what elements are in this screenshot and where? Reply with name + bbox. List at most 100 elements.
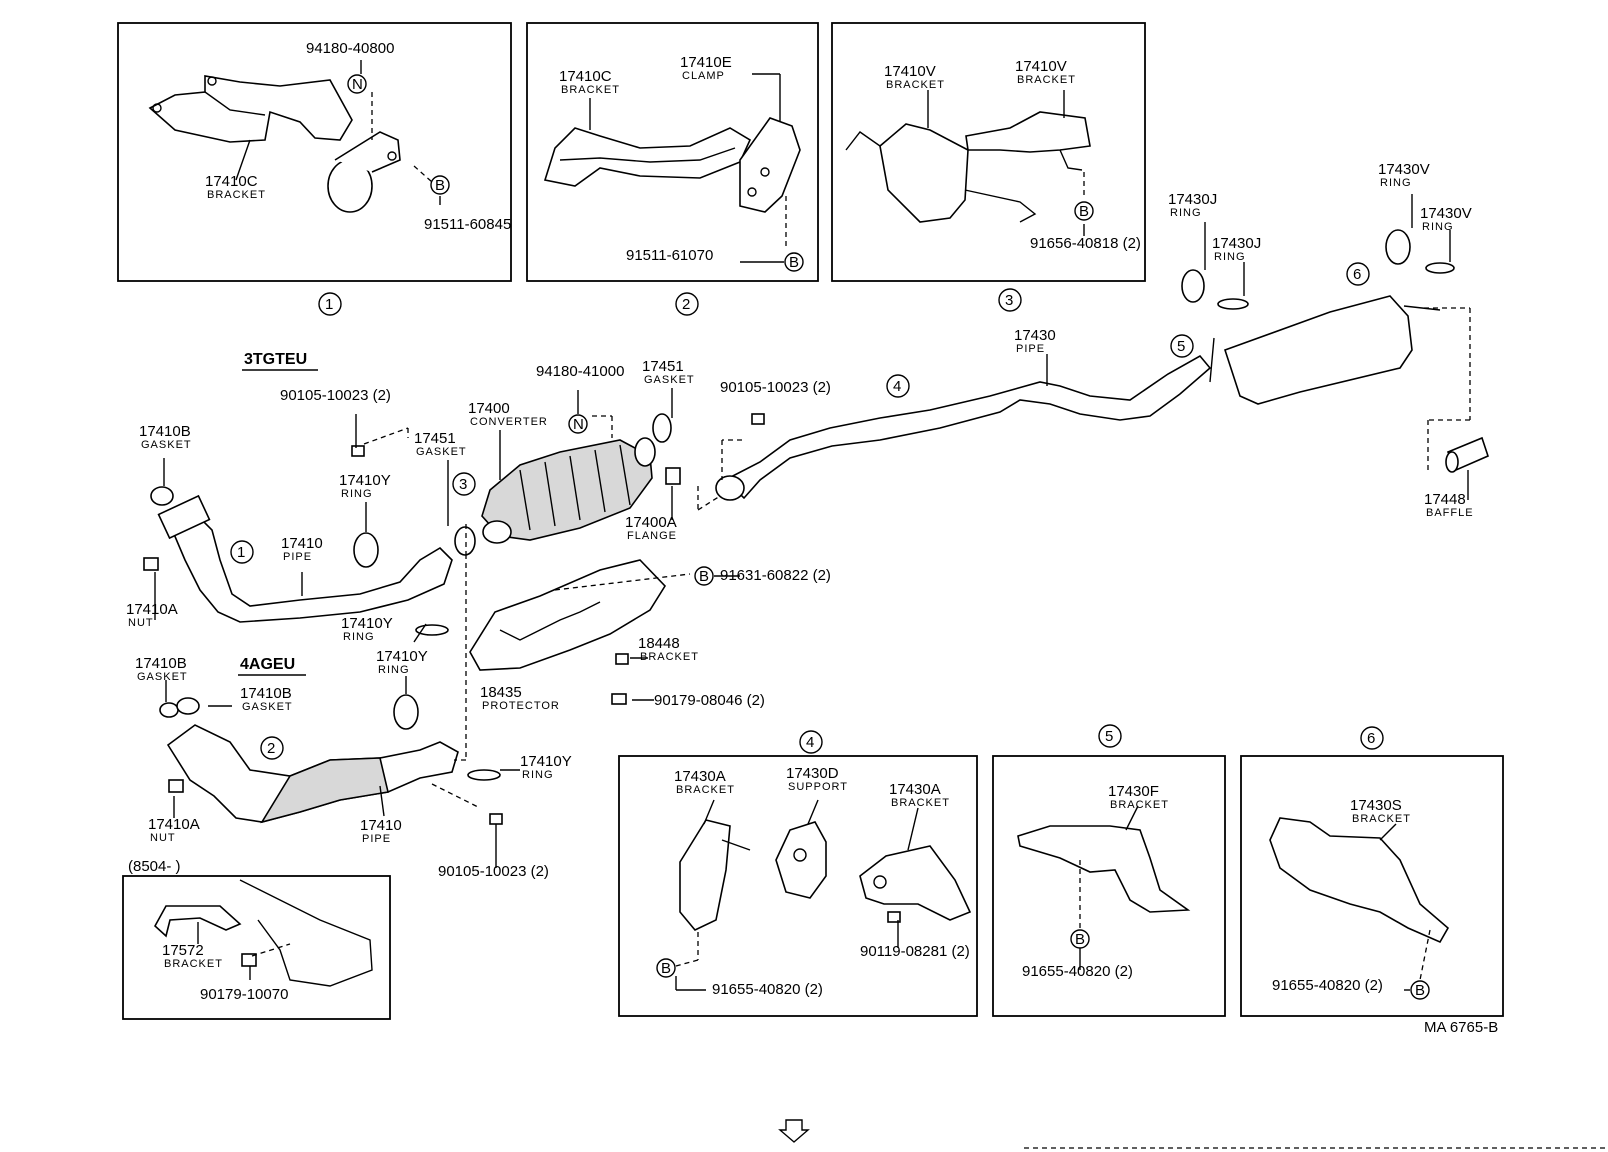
part-name-label: NUT bbox=[128, 617, 154, 629]
inset-box-3 bbox=[831, 22, 1146, 282]
circle-number-1-main: 1 bbox=[237, 544, 245, 561]
part-number-label: 90179-08046 (2) bbox=[654, 692, 765, 709]
part-number-label: 17410C bbox=[205, 173, 258, 190]
part-number-label: 17410V bbox=[1015, 58, 1067, 75]
part-number-label: 17430V bbox=[1420, 205, 1472, 222]
marker-circles bbox=[347, 74, 1430, 1000]
part-name-label: RING bbox=[378, 664, 410, 676]
part-number-label: 17451 bbox=[414, 430, 456, 447]
marker-n-1: N bbox=[352, 76, 363, 93]
part-name-label: CLAMP bbox=[682, 70, 725, 82]
date-range-label: (8504- ) bbox=[128, 858, 181, 875]
support-17430d-drawing bbox=[775, 821, 827, 899]
engine-label-3tgteu: 3TGTEU bbox=[244, 351, 307, 368]
part-name-label: BRACKET bbox=[561, 84, 620, 96]
part-number-label: 91631-60822 (2) bbox=[720, 567, 831, 584]
baffle-17448-drawing bbox=[1445, 436, 1489, 473]
part-name-label: GASKET bbox=[416, 446, 467, 458]
part-number-label: 17430F bbox=[1108, 783, 1159, 800]
bracket-17410v-right-drawing bbox=[965, 111, 1091, 171]
rings-and-gaskets bbox=[143, 229, 1455, 793]
part-number-label: 17430S bbox=[1350, 797, 1402, 814]
part-number-label: 90105-10023 (2) bbox=[280, 387, 391, 404]
marker-b-7: B bbox=[1415, 982, 1425, 999]
part-name-label: BRACKET bbox=[1352, 813, 1411, 825]
part-number-label: 17410B bbox=[240, 685, 292, 702]
part-name-label: RING bbox=[1214, 251, 1246, 263]
part-number-label: 17430V bbox=[1378, 161, 1430, 178]
inset-box-4 bbox=[618, 755, 978, 1017]
marker-b-4: B bbox=[699, 568, 709, 585]
inset-box-2 bbox=[526, 22, 819, 282]
part-number-label: 17572 bbox=[162, 942, 204, 959]
part-number-label: 91511-61070 bbox=[626, 247, 713, 264]
clamp-17410e-drawing bbox=[739, 117, 801, 213]
part-number-label: 17430J bbox=[1212, 235, 1261, 252]
part-name-label: CONVERTER bbox=[470, 416, 548, 428]
marker-b-6: B bbox=[1075, 931, 1085, 948]
part-number-label: 17410Y bbox=[341, 615, 393, 632]
front-pipe-3tgteu-drawing bbox=[157, 494, 453, 623]
protector-18435-drawing bbox=[469, 559, 667, 671]
circle-number-2: 2 bbox=[682, 296, 690, 313]
part-number-label: 17451 bbox=[642, 358, 684, 375]
part-number-label: 17430J bbox=[1168, 191, 1217, 208]
bracket-17572-drawing bbox=[153, 879, 373, 987]
part-number-label: 17410V bbox=[884, 63, 936, 80]
part-number-label: 17410B bbox=[135, 655, 187, 672]
part-name-label: GASKET bbox=[141, 439, 192, 451]
circle-number-6: 6 bbox=[1353, 266, 1361, 283]
circle-number-5-inset: 5 bbox=[1105, 728, 1113, 745]
part-number-label: 91655-40820 (2) bbox=[1272, 977, 1383, 994]
inset-box-1 bbox=[117, 22, 512, 282]
circle-number-3: 3 bbox=[1005, 292, 1013, 309]
down-arrow-icon[interactable] bbox=[778, 1119, 810, 1143]
part-name-label: BRACKET bbox=[891, 797, 950, 809]
front-pipe-4ageu-drawing bbox=[166, 724, 459, 824]
part-number-label: 91656-40818 (2) bbox=[1030, 235, 1141, 252]
part-name-label: BRACKET bbox=[676, 784, 735, 796]
part-number-label: 17430 bbox=[1014, 327, 1056, 344]
muffler-drawing bbox=[1209, 295, 1441, 405]
part-number-label: 17400A bbox=[625, 514, 677, 531]
circle-number-2-main: 2 bbox=[267, 740, 275, 757]
part-number-label: 94180-41000 bbox=[536, 363, 624, 380]
part-number-label: 90179-10070 bbox=[200, 986, 288, 1003]
leader-lines bbox=[154, 60, 1471, 991]
circle-number-4-inset: 4 bbox=[806, 734, 814, 751]
part-name-label: PIPE bbox=[1016, 343, 1045, 355]
part-number-label: 17410 bbox=[360, 817, 402, 834]
marker-b-2: B bbox=[789, 254, 799, 271]
part-number-label: 91655-40820 (2) bbox=[1022, 963, 1133, 980]
part-name-label: PIPE bbox=[362, 833, 391, 845]
part-name-label: NUT bbox=[150, 832, 176, 844]
circle-number-1: 1 bbox=[325, 296, 333, 313]
part-number-label: 91511-60845 bbox=[424, 216, 511, 233]
part-name-label: RING bbox=[1380, 177, 1412, 189]
part-name-label: RING bbox=[522, 769, 554, 781]
bracket-17430a-right-drawing bbox=[859, 845, 972, 921]
part-number-label: 94180-40800 bbox=[306, 40, 394, 57]
marker-b-5: B bbox=[661, 960, 671, 977]
part-name-label: RING bbox=[341, 488, 373, 500]
part-number-label: 17400 bbox=[468, 400, 510, 417]
part-name-label: RING bbox=[1170, 207, 1202, 219]
circle-number-6-inset: 6 bbox=[1367, 730, 1375, 747]
part-name-label: SUPPORT bbox=[788, 781, 848, 793]
diagram-code: MA 6765-B bbox=[1424, 1019, 1498, 1036]
part-name-label: BRACKET bbox=[1017, 74, 1076, 86]
part-name-label: BRACKET bbox=[1110, 799, 1169, 811]
part-number-label: 17410 bbox=[281, 535, 323, 552]
marker-b-1: B bbox=[435, 177, 445, 194]
bracket-17410c-inset2-drawing bbox=[543, 127, 752, 187]
circle-number-4: 4 bbox=[893, 378, 901, 395]
part-number-label: 17448 bbox=[1424, 491, 1466, 508]
bracket-17410v-left-drawing bbox=[845, 123, 1037, 223]
circle-number-5: 5 bbox=[1177, 338, 1185, 355]
part-name-label: BRACKET bbox=[886, 79, 945, 91]
part-name-label: BAFFLE bbox=[1426, 507, 1474, 519]
part-number-label: 90119-08281 (2) bbox=[860, 943, 970, 960]
part-name-label: GASKET bbox=[644, 374, 695, 386]
part-number-label: 17430D bbox=[786, 765, 839, 782]
